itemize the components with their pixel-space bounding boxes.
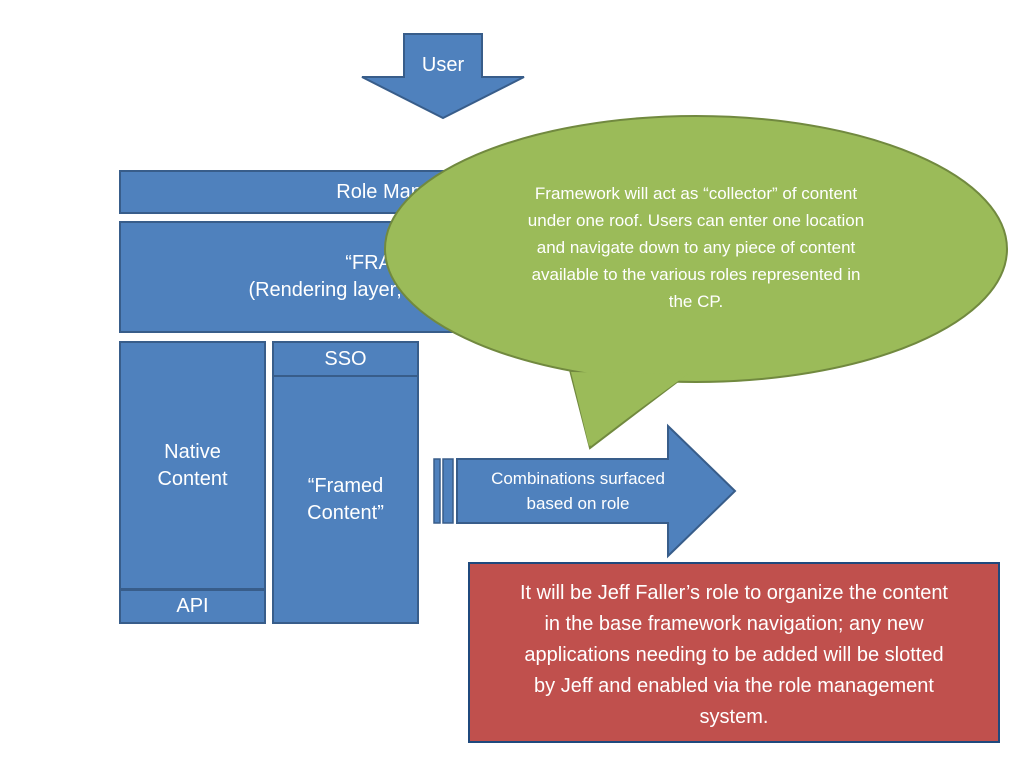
framed-content-label-1: “Framed	[307, 474, 384, 497]
note-line-4: by Jeff and enabled via the role managem…	[534, 675, 934, 697]
user-arrow-label: User	[421, 54, 465, 76]
callout-line-2: under one roof. Users can enter one loca…	[527, 211, 865, 230]
sso-label: SSO	[324, 347, 367, 370]
callout-line-4: available to the various roles represent…	[531, 265, 861, 284]
framed-content-label-2: Content”	[307, 501, 384, 524]
note-box: It will be Jeff Faller’s role to organiz…	[468, 562, 1000, 743]
native-content-label-1: Native	[164, 440, 221, 463]
combinations-arrow-label: Combinations surfaced based on role	[460, 466, 696, 516]
note-line-2: in the base framework navigation; any ne…	[544, 613, 924, 635]
note-line-3: applications needing to be added will be…	[524, 644, 944, 666]
framed-content-box: “Framed Content”	[272, 375, 419, 624]
note-line-1: It will be Jeff Faller’s role to organiz…	[519, 582, 948, 604]
combinations-line-1: Combinations surfaced	[491, 469, 665, 488]
callout-line-1: Framework will act as “collector” of con…	[534, 184, 858, 203]
native-content-label-2: Content	[157, 467, 228, 490]
note-line-5: system.	[699, 706, 769, 728]
native-content-box: Native Content	[119, 341, 266, 590]
api-box: API	[119, 589, 266, 624]
combinations-line-2: based on role	[526, 494, 630, 513]
api-label: API	[176, 595, 209, 617]
callout-text: Framework will act as “collector” of con…	[446, 180, 946, 315]
callout-line-3: and navigate down to any piece of conten…	[536, 238, 856, 257]
callout-line-5: the CP.	[668, 292, 724, 311]
